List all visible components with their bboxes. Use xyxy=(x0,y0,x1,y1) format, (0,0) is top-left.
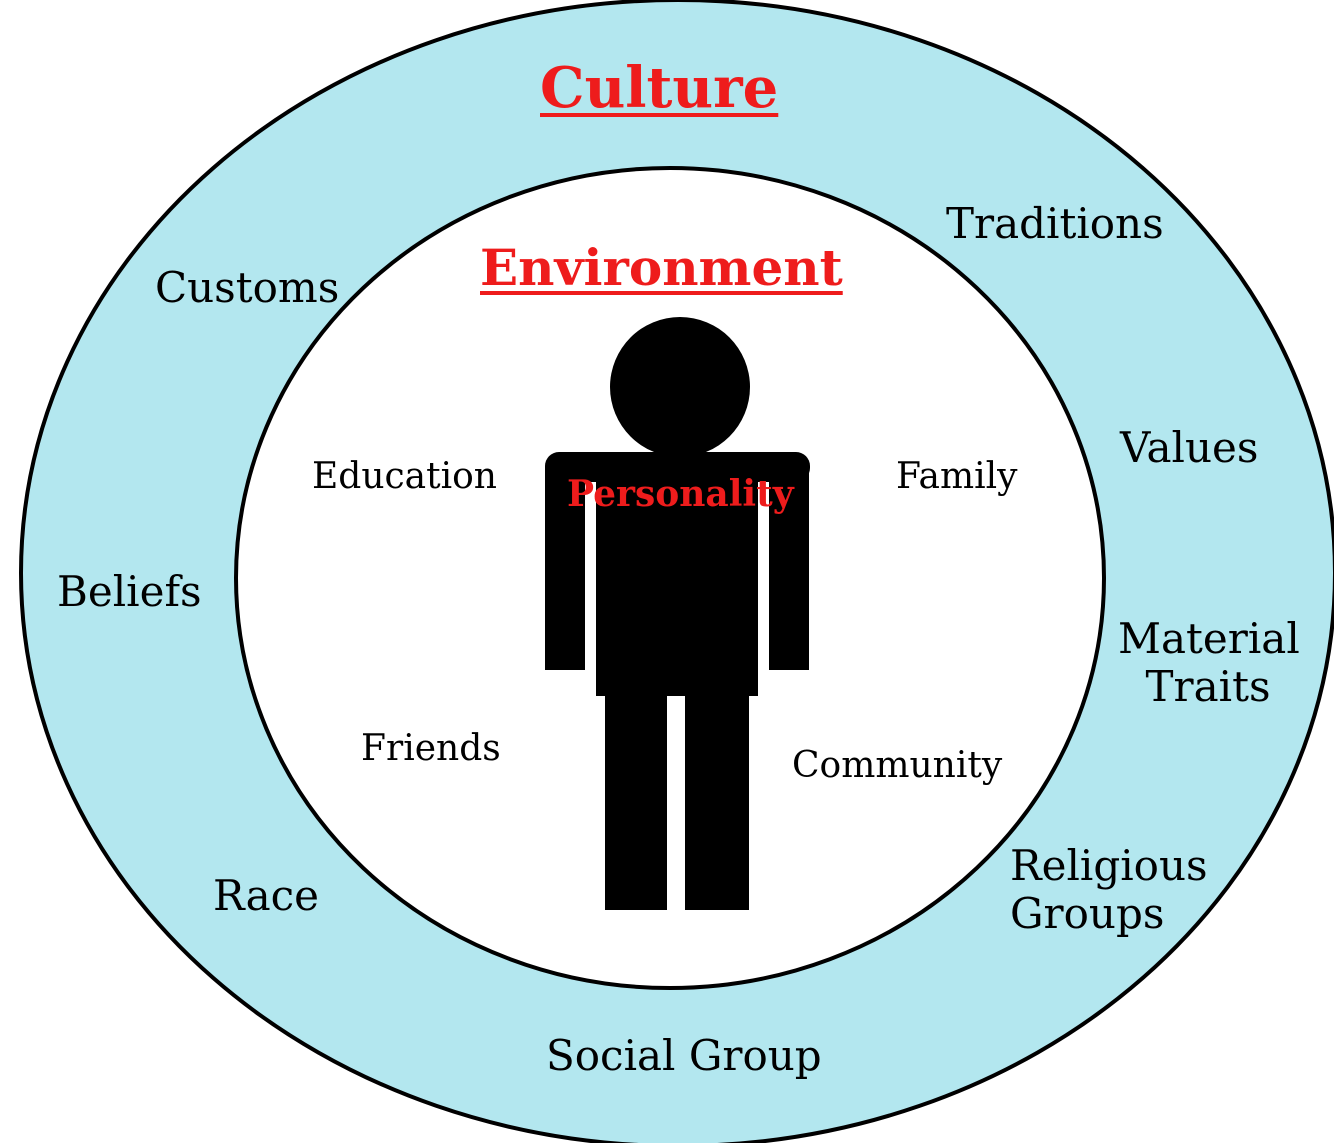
label-material-traits: Material Traits xyxy=(1118,614,1300,712)
label-religious: Religious xyxy=(1010,841,1208,890)
label-community: Community xyxy=(792,745,1003,786)
label-traditions: Traditions xyxy=(946,199,1164,248)
label-friends: Friends xyxy=(361,728,501,769)
culture-title: Culture xyxy=(540,55,779,121)
label-personality: Personality xyxy=(567,473,794,515)
label-race: Race xyxy=(213,871,320,920)
label-beliefs: Beliefs xyxy=(57,567,202,616)
environment-title: Environment xyxy=(480,238,843,297)
label-social-group: Social Group xyxy=(546,1031,822,1080)
label-material: Material xyxy=(1118,614,1300,663)
label-religious-groups: Religious Groups xyxy=(1010,841,1208,939)
label-groups: Groups xyxy=(1010,889,1165,939)
label-values: Values xyxy=(1120,423,1259,472)
label-family: Family xyxy=(896,456,1018,497)
label-customs: Customs xyxy=(155,263,340,312)
label-education: Education xyxy=(312,456,497,497)
label-traits: Traits xyxy=(1145,662,1271,712)
person-icon xyxy=(545,317,810,910)
